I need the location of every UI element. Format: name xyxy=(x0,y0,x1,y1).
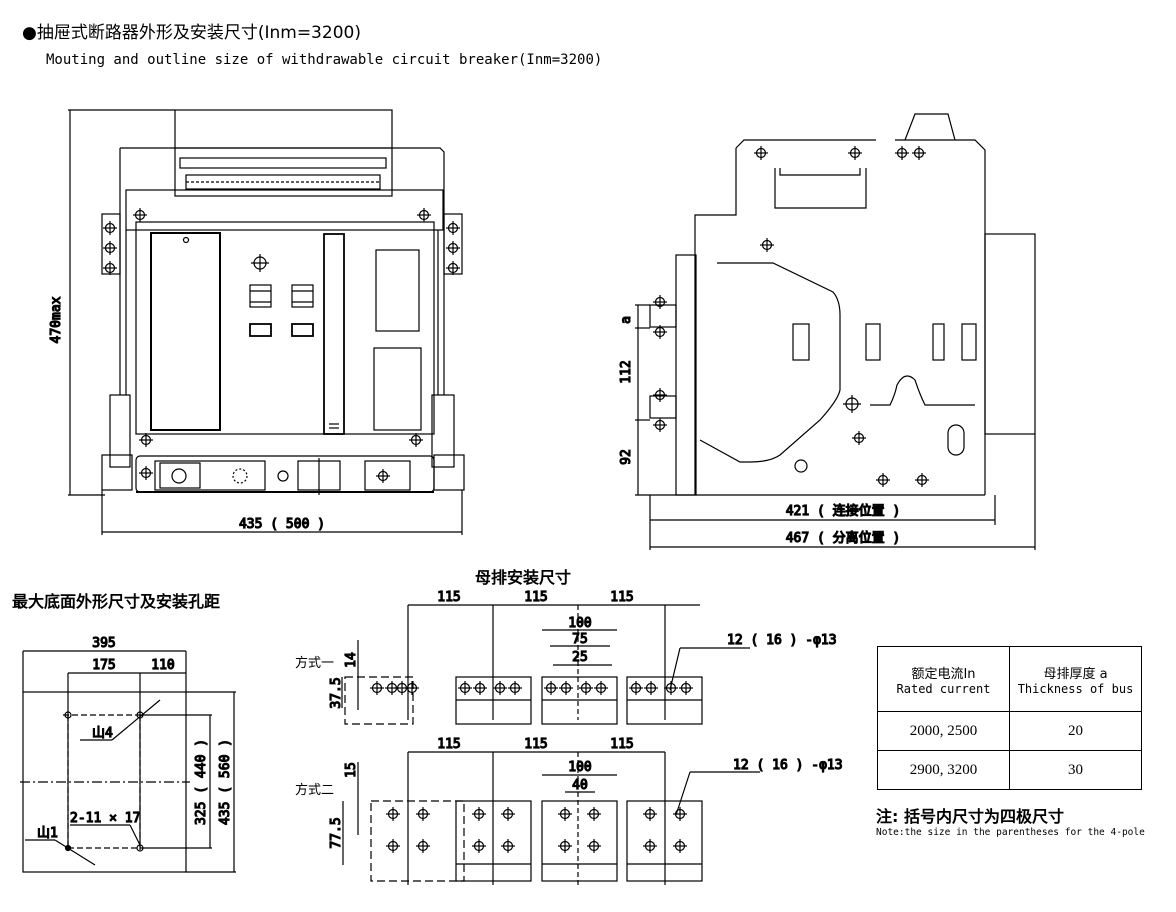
base-dim-395: 395 xyxy=(92,636,115,651)
spec-table: 额定电流In Rated current 母排厚度 a Thickness of… xyxy=(877,646,1142,790)
front-height-dim: 470max xyxy=(49,296,64,343)
header-bus-thickness: 母排厚度 a Thickness of bus xyxy=(1009,646,1142,712)
base-dim-325: 325 ( 440 ) xyxy=(194,739,209,825)
m1-dim-100: 100 xyxy=(568,616,591,631)
header-bus-thickness-en: Thickness of bus xyxy=(1017,681,1134,696)
base-dim-175: 175 xyxy=(92,658,115,673)
m1-pitch-3: 115 xyxy=(610,590,633,605)
header-bus-thickness-cn: 母排厚度 a xyxy=(1043,666,1108,682)
base-dim-110: 110 xyxy=(151,658,174,673)
title-chinese: ●抽屉式断路器外形及安装尺寸(Inm=3200) xyxy=(22,23,361,43)
side-dim-112: 112 xyxy=(619,360,634,383)
m2-dim-40: 40 xyxy=(572,778,588,793)
header-rated-current-cn: 额定电流In xyxy=(911,666,976,682)
header-rated-current-en: Rated current xyxy=(896,681,991,696)
m1-pitch-2: 115 xyxy=(524,590,547,605)
table-row: 2900, 3200 30 xyxy=(877,750,1142,790)
method-2-label: 方式二 xyxy=(295,783,335,798)
cell-current: 2900, 3200 xyxy=(877,750,1010,790)
m2-pitch-1: 115 xyxy=(437,737,460,752)
side-dim-92: 92 xyxy=(619,449,634,465)
cell-current: 2000, 2500 xyxy=(877,711,1010,751)
base-section-title: 最大底面外形尺寸及安装孔距 xyxy=(12,592,221,611)
base-footprint xyxy=(20,650,236,873)
table-row: 2000, 2500 20 xyxy=(877,711,1142,751)
m1-dim-14: 14 xyxy=(344,652,359,668)
m1-hole-callout: 12 ( 16 ) -φ13 xyxy=(727,633,837,648)
m1-dim-37-5: 37.5 xyxy=(329,677,344,708)
spec-table-header: 额定电流In Rated current 母排厚度 a Thickness of… xyxy=(877,646,1142,712)
m1-dim-25: 25 xyxy=(572,650,588,665)
base-dim-435: 435 ( 560 ) xyxy=(218,739,233,825)
front-width-dim: 435 ( 500 ) xyxy=(239,517,325,532)
header-rated-current: 额定电流In Rated current xyxy=(877,646,1010,712)
busbar-method-1 xyxy=(341,604,750,725)
m2-dim-77-5: 77.5 xyxy=(329,817,344,848)
title-english: Mouting and outline size of withdrawable… xyxy=(46,52,603,68)
busbar-method-2-holes xyxy=(385,806,688,854)
cell-thickness: 30 xyxy=(1009,750,1142,790)
isolated-position-dim: 467 ( 分离位置 ) xyxy=(786,530,901,546)
busbar-section-title: 母排安装尺寸 xyxy=(475,568,572,587)
note-chinese: 注: 括号内尺寸为四极尺寸 xyxy=(876,807,1064,826)
side-dim-a: a xyxy=(619,316,634,324)
connected-position-dim: 421 ( 连接位置 ) xyxy=(786,503,901,519)
hole-label-4: 山4 xyxy=(92,726,113,741)
cell-thickness: 20 xyxy=(1009,711,1142,751)
m2-pitch-2: 115 xyxy=(524,737,547,752)
m1-dim-75: 75 xyxy=(572,632,588,647)
side-view xyxy=(635,113,1036,550)
m2-dim-15: 15 xyxy=(344,762,359,778)
hole-label-1: 山1 xyxy=(37,826,58,841)
busbar-method-2 xyxy=(342,751,760,885)
m2-hole-callout: 12 ( 16 ) -φ13 xyxy=(733,758,843,773)
front-view xyxy=(68,109,465,535)
m2-dim-100: 100 xyxy=(568,760,591,775)
m1-pitch-1: 115 xyxy=(437,590,460,605)
m2-pitch-3: 115 xyxy=(610,737,633,752)
method-1-label: 方式一 xyxy=(295,656,335,671)
slot-label: 2-11 × 17 xyxy=(70,811,140,826)
note-english: Note:the size in the parentheses for the… xyxy=(876,827,1145,838)
